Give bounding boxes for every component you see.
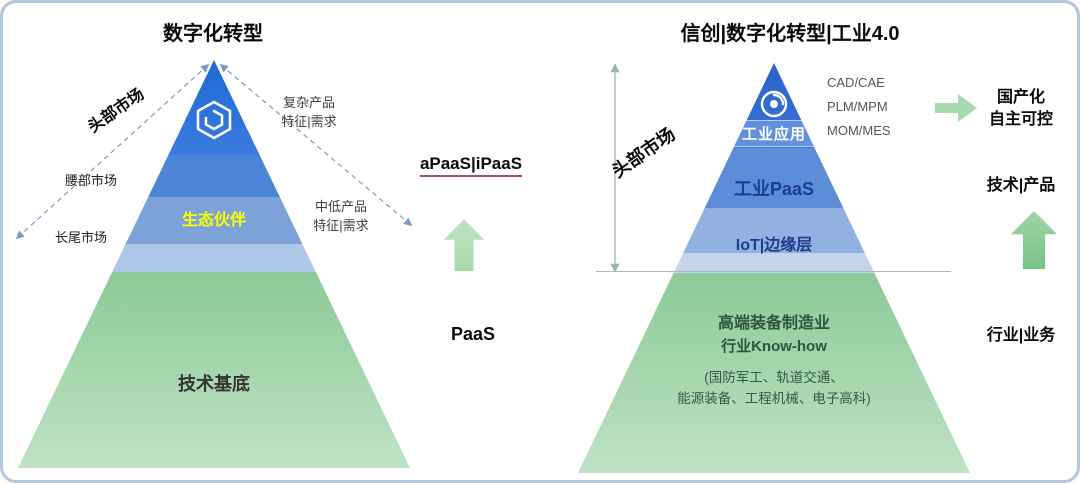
complex-product-line1: 复杂产品 [282, 95, 335, 110]
tech-product-label: 技术|产品 [986, 177, 1056, 194]
localization-label: 国产化 自主可控 [976, 87, 1066, 131]
industry-base-line3: (国防军工、轨道交通、 [704, 370, 844, 385]
up-arrow-icon [444, 219, 484, 271]
right-arrow-icon [935, 94, 977, 122]
left-diagram-title: 数字化转型 [163, 23, 263, 45]
iot-baseline-rule [596, 271, 951, 272]
mid-product-line2: 特征|需求 [313, 218, 369, 233]
industry-base-line2: 行业Know-how [721, 338, 827, 355]
right-pyramid: 工业应用 工业PaaS IoT|边缘层 高端装备制造业 行业Know-how (… [578, 63, 970, 473]
industry-base-block: 高端装备制造业 行业Know-how (国防军工、轨道交通、 能源装备、工程机械… [578, 313, 970, 409]
industrial-app-badge: 工业应用 [730, 120, 817, 147]
right-layer-transition [578, 253, 970, 273]
localization-line2: 自主可控 [988, 111, 1053, 128]
market-segment-dashed-lines [15, 63, 413, 240]
industrial-paas-label: 工业PaaS [733, 179, 815, 199]
head-market-measure-line [610, 63, 620, 273]
mid-product-note: 中低产品 特征|需求 [295, 197, 387, 235]
localization-line1: 国产化 [996, 89, 1045, 106]
aperture-logo-icon [760, 90, 788, 118]
complex-product-line2: 特征|需求 [281, 114, 337, 129]
apaas-label: aPaaS|iPaaS [419, 154, 523, 177]
up-arrow-icon-right [1011, 211, 1057, 269]
paas-label: PaaS [450, 324, 496, 344]
apaas-label-wrap: aPaaS|iPaaS [415, 153, 527, 177]
right-diagram-title: 信创|数字化转型|工业4.0 [680, 23, 900, 45]
market-label-tail: 长尾市场 [54, 230, 107, 245]
plm-mpm-label: PLM/MPM [827, 99, 888, 114]
cad-cae-label: CAD/CAE [827, 75, 885, 90]
industry-base-line4: 能源装备、工程机械、电子高科) [677, 391, 871, 406]
mom-mes-label: MOM/MES [827, 123, 891, 138]
market-label-middle: 腰部市场 [64, 173, 117, 188]
iot-edge-label: IoT|边缘层 [735, 237, 813, 254]
complex-product-note: 复杂产品 特征|需求 [263, 93, 355, 131]
engineering-software-stack: CAD/CAE PLM/MPM MOM/MES [827, 71, 891, 143]
industrial-app-badge-row: 工业应用 [578, 120, 970, 147]
industry-base-line1: 高端装备制造业 [717, 315, 830, 332]
base-layer-label: 技术基底 [178, 374, 250, 394]
mid-product-line1: 中低产品 [314, 199, 367, 214]
industry-business-label: 行业|业务 [986, 327, 1056, 344]
